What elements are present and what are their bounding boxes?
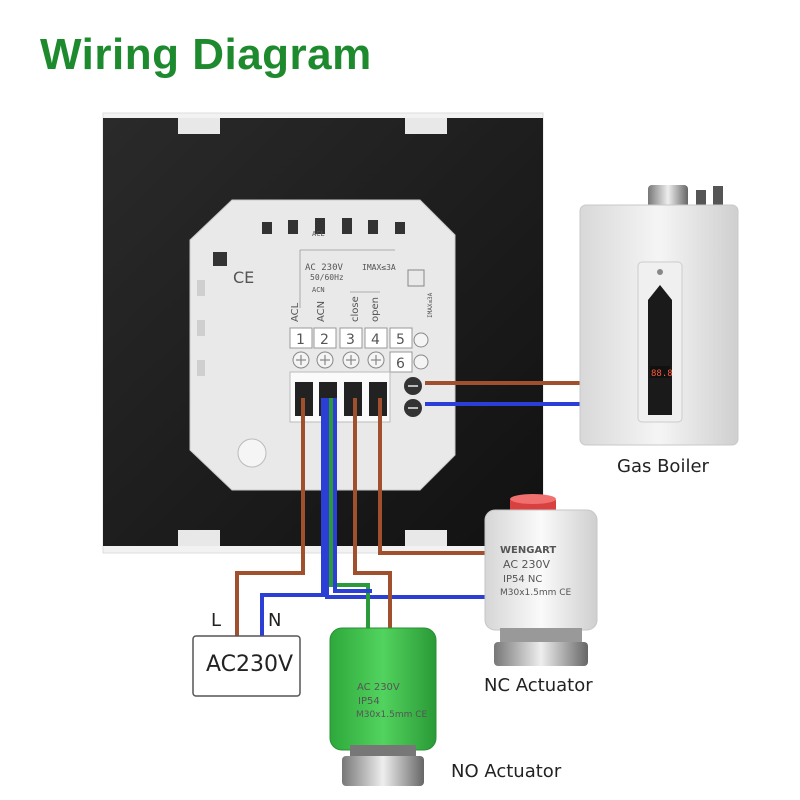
no-actuator-line2: IP54	[358, 696, 380, 707]
nc-actuator-line2: IP54 NC	[503, 574, 542, 585]
imax-small: IMAX≤3A	[427, 292, 434, 318]
terminal-block: 1 2 3 4 5 6	[289, 327, 429, 423]
no-actuator-thread	[342, 756, 424, 786]
wire-nc-neutral	[325, 398, 490, 599]
wire-power-live	[235, 398, 305, 636]
label-acn-top: ACN	[312, 286, 325, 294]
thermostat-back-panel: CE ACL AC 230V 50/60Hz ACN IMAX≤3A ACL A…	[102, 112, 544, 554]
terminal-number-3: 3	[346, 332, 355, 348]
wire-no-earth	[329, 398, 370, 632]
status-led	[237, 438, 267, 468]
terminal-number-1: 1	[296, 332, 305, 348]
power-n-label: N	[268, 610, 282, 631]
terminal-number-5: 5	[396, 332, 405, 348]
terminal-number-4: 4	[371, 332, 380, 348]
boiler-label: Gas Boiler	[617, 456, 709, 477]
imax-rating: IMAX≤3A	[362, 263, 396, 272]
wire-power-neutral	[260, 398, 325, 636]
wires	[235, 381, 582, 636]
terminal-label-open: open	[370, 297, 381, 322]
top-clip-right	[405, 118, 447, 134]
no-actuator: AC 230V IP54 M30x1.5mm CE	[329, 627, 437, 786]
nc-actuator-line1: AC 230V	[503, 558, 551, 571]
vents	[262, 218, 405, 234]
wire-nc-live	[378, 398, 490, 555]
no-actuator-line1: AC 230V	[357, 682, 400, 693]
terminal-number-2: 2	[320, 332, 329, 348]
label-acl-top: ACL	[312, 230, 325, 238]
nc-actuator-line3: M30x1.5mm CE	[500, 588, 572, 598]
nc-actuator-thread	[494, 642, 588, 666]
page-title: Wiring Diagram	[40, 30, 372, 79]
nc-actuator: WENGART AC 230V IP54 NC M30x1.5mm CE	[484, 494, 598, 666]
terminal-label-acn: ACN	[316, 301, 327, 322]
ce-mark: CE	[233, 268, 254, 287]
no-actuator-line3: M30x1.5mm CE	[356, 710, 428, 720]
bottom-clip-left	[178, 530, 220, 546]
wire-no-neutral	[333, 398, 372, 593]
freq-rating: 50/60Hz	[310, 273, 344, 282]
terminal-label-close: close	[350, 296, 361, 322]
power-label: AC230V	[206, 652, 294, 677]
terminal-label-acl: ACL	[290, 302, 301, 322]
gas-boiler: 88.8	[579, 185, 739, 446]
power-l-label: L	[211, 610, 222, 631]
terminal-number-6: 6	[396, 356, 405, 372]
bottom-clip-right	[405, 530, 447, 546]
wire-no-live	[353, 398, 392, 632]
top-clip-left	[178, 118, 220, 134]
ac-rating: AC 230V	[305, 263, 344, 273]
boiler-display: 88.8	[651, 369, 673, 379]
nc-actuator-brand: WENGART	[500, 545, 556, 556]
power-supply-box	[192, 635, 301, 697]
no-actuator-label: NO Actuator	[451, 761, 562, 782]
nc-actuator-label: NC Actuator	[484, 675, 593, 696]
